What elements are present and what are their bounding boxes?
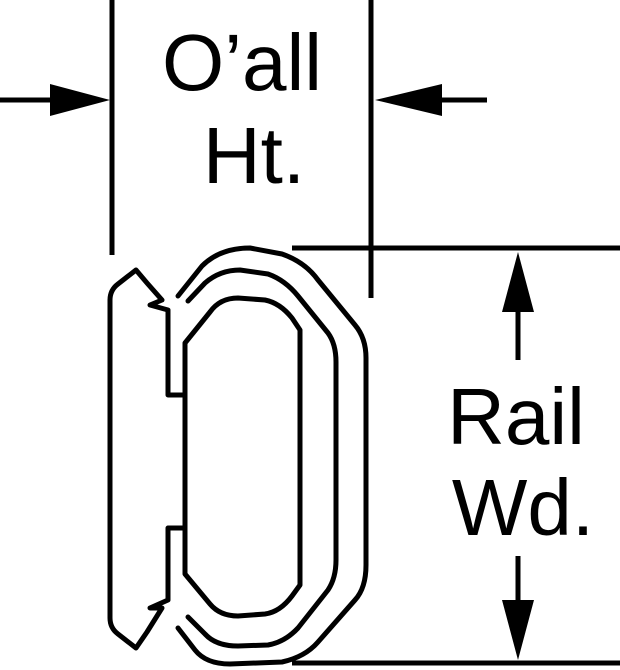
rail-width-label-line1: Rail <box>447 372 585 461</box>
overall-height-label-line1: O’all <box>162 18 322 107</box>
rail-cross-section <box>107 245 369 667</box>
bottom-arrowhead <box>502 600 534 660</box>
left-arrowhead <box>50 84 110 116</box>
rail-width-dimension: Rail Wd. <box>292 245 620 666</box>
left-clip-piece <box>107 267 188 651</box>
inner-rail-insert <box>182 295 303 619</box>
outer-rail-shell <box>175 245 369 667</box>
top-arrowhead <box>502 252 534 312</box>
middle-rail-shell <box>185 267 339 649</box>
overall-height-dimension: O’all Ht. <box>0 0 487 298</box>
overall-height-label-line2: Ht. <box>203 111 305 200</box>
right-arrowhead <box>375 84 442 116</box>
rail-width-label-line2: Wd. <box>452 463 594 552</box>
